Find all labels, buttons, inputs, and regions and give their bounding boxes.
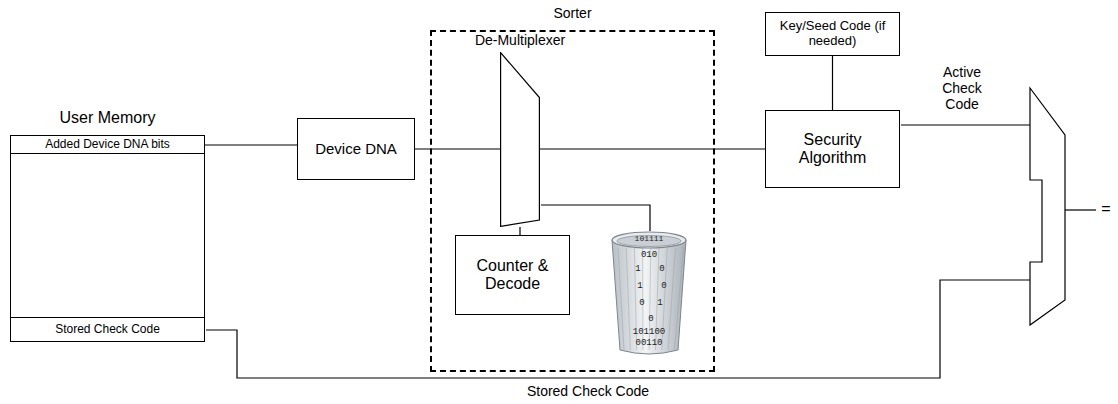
box-text: Key/Seed Code (if needed) xyxy=(772,19,893,49)
memory-block: User MemoryAdded Device DNA bitsStored C… xyxy=(10,135,205,342)
symbol-label: = xyxy=(1101,200,1110,218)
binary-digits: 0 xyxy=(659,264,664,274)
heading-text: Sorter xyxy=(553,5,591,21)
binary-digits: 101111 xyxy=(635,234,664,243)
heading-text: User Memory xyxy=(59,109,155,127)
signal-label: Active Check Code xyxy=(931,64,993,112)
box-text: Stored Check Code xyxy=(55,323,160,337)
demux-outline xyxy=(500,52,540,227)
binary-digits: 0 xyxy=(648,314,653,324)
binary-digits: 010 xyxy=(641,250,657,260)
demux-symbol: De-Multiplexer xyxy=(500,52,540,227)
signal-wire xyxy=(415,148,500,149)
signal-wire xyxy=(204,144,297,145)
box-text: Device DNA xyxy=(315,140,397,157)
binary-digits: 0 xyxy=(661,281,666,291)
binary-digits: 00110 xyxy=(635,338,662,348)
box-text: Security Algorithm xyxy=(772,131,893,168)
stored-check-wire xyxy=(206,280,1030,378)
signal-wire xyxy=(832,56,833,110)
signal-wire xyxy=(519,227,520,235)
binary-digits: 1 xyxy=(635,264,640,274)
discard-wire xyxy=(541,205,650,231)
comparator-output xyxy=(1065,209,1096,210)
trash-can xyxy=(612,232,686,354)
binary-digits: 1 xyxy=(657,298,662,308)
process-box: Device DNA xyxy=(297,118,415,180)
binary-digits: 101100 xyxy=(633,327,665,337)
signal-label: Stored Check Code xyxy=(527,383,649,399)
memory-row: Stored Check Code xyxy=(11,317,204,341)
box-text: Added Device DNA bits xyxy=(45,138,170,152)
active-check-wire xyxy=(901,124,1030,125)
input-box: Key/Seed Code (if needed) xyxy=(765,12,900,56)
comparator-symbol xyxy=(1030,88,1065,325)
memory-row: Added Device DNA bits xyxy=(11,136,204,154)
heading-text: De-Multiplexer xyxy=(475,32,565,48)
group-box: SorterDe-MultiplexerCounter & Decode xyxy=(430,30,715,372)
binary-digits: 1 xyxy=(637,281,642,291)
binary-digits: 0 xyxy=(639,298,644,308)
process-box: Security Algorithm xyxy=(765,110,900,188)
box-text: Counter & Decode xyxy=(462,257,563,294)
signal-wire xyxy=(540,148,765,149)
process-box: Counter & Decode xyxy=(455,235,570,315)
